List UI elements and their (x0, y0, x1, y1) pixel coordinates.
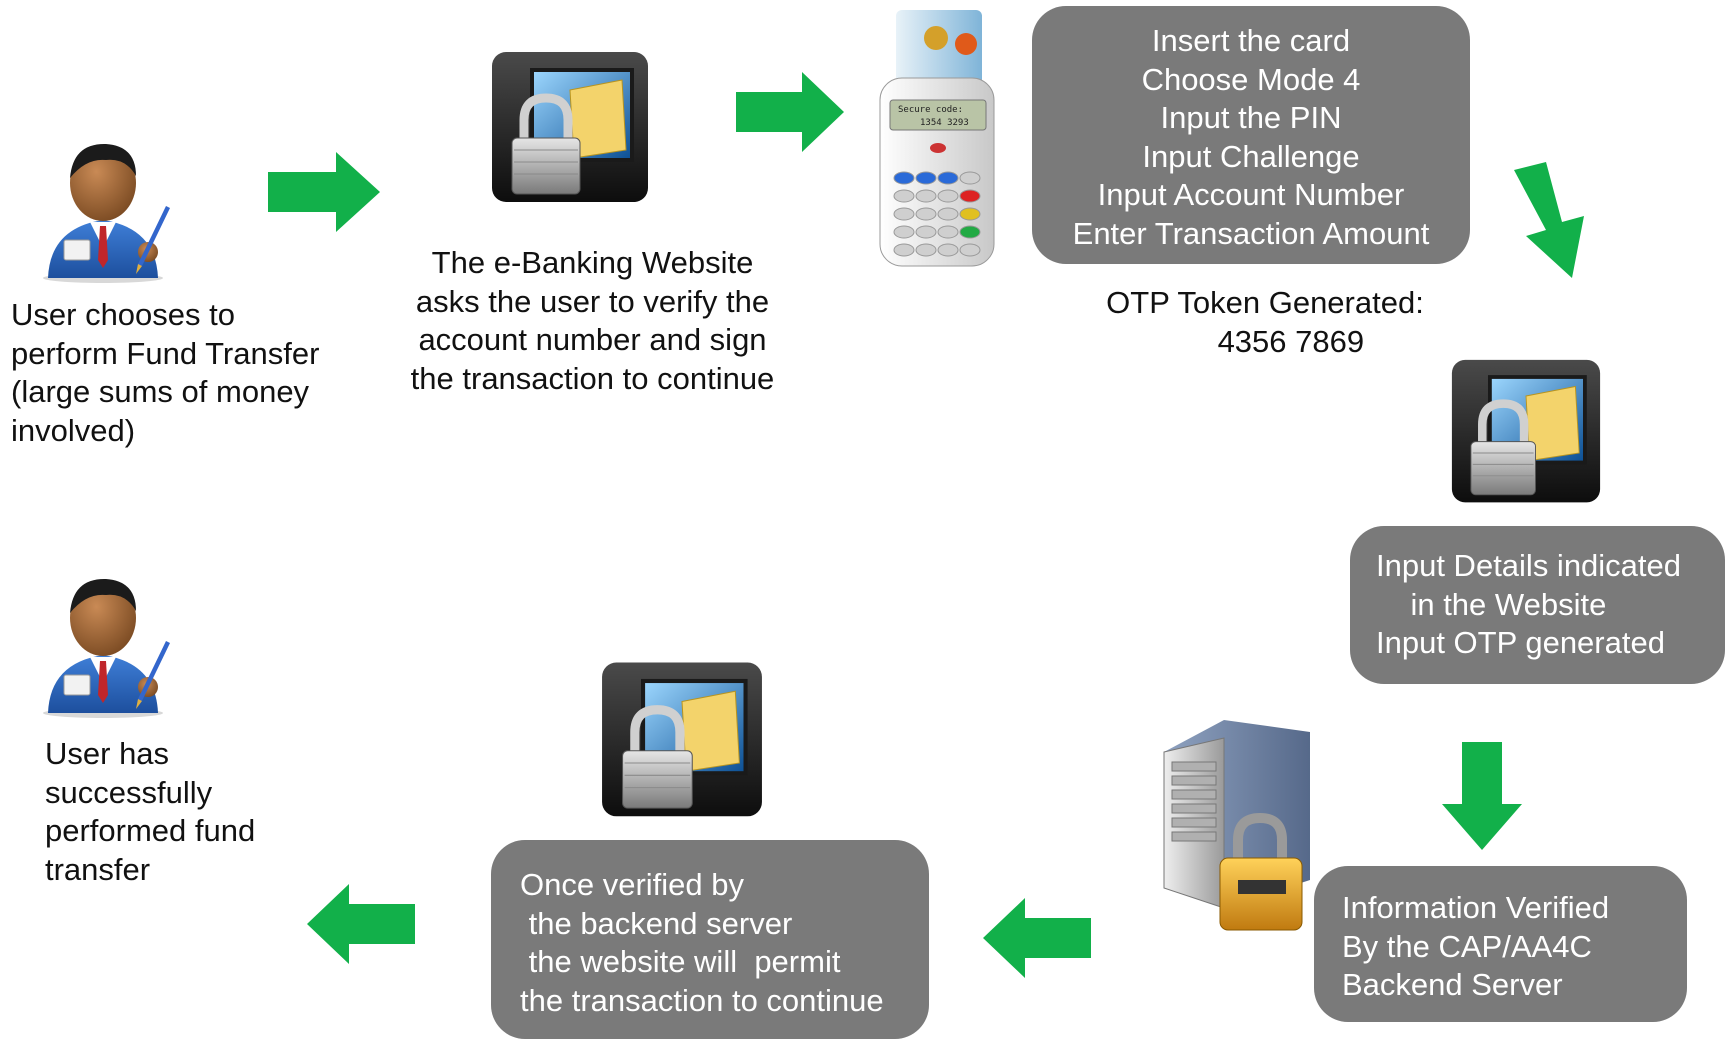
website-verify-text: The e-Banking Website asks the user to v… (410, 245, 775, 396)
input-details-box: Input Details indicated in the Website I… (1350, 526, 1725, 684)
website-permit-box: Once verified by the backend server the … (491, 840, 929, 1039)
arrow-down-icon (1510, 160, 1600, 280)
card-reader-screen-line2: 1354 3293 (920, 118, 969, 128)
reader-instructions-box: Insert the card Choose Mode 4 Input the … (1032, 6, 1470, 264)
arrow-right-icon (268, 152, 380, 232)
arrow-left-icon (307, 884, 415, 964)
user-start-text: User chooses to perform Fund Transfer (l… (11, 297, 320, 448)
arrow-left-icon (983, 898, 1091, 978)
card-reader-screen-line1: Secure code: (898, 105, 963, 115)
user-done-text: User has successfully performed fund tra… (45, 736, 256, 887)
arrow-right-icon (736, 72, 844, 152)
user-icon (28, 563, 178, 718)
card-reader-icon: Secure code: 1354 3293 (874, 8, 1004, 270)
secure-server-icon (1160, 712, 1320, 940)
secure-website-icon (490, 50, 650, 210)
user-icon (28, 128, 178, 283)
otp-generated-text: OTP Token Generated: 4356 7869 (1106, 285, 1424, 359)
secure-website-icon (600, 660, 764, 825)
info-verified-box: Information Verified By the CAP/AA4C Bac… (1314, 866, 1687, 1022)
arrow-down-icon (1442, 742, 1522, 850)
secure-website-icon (1450, 357, 1602, 511)
